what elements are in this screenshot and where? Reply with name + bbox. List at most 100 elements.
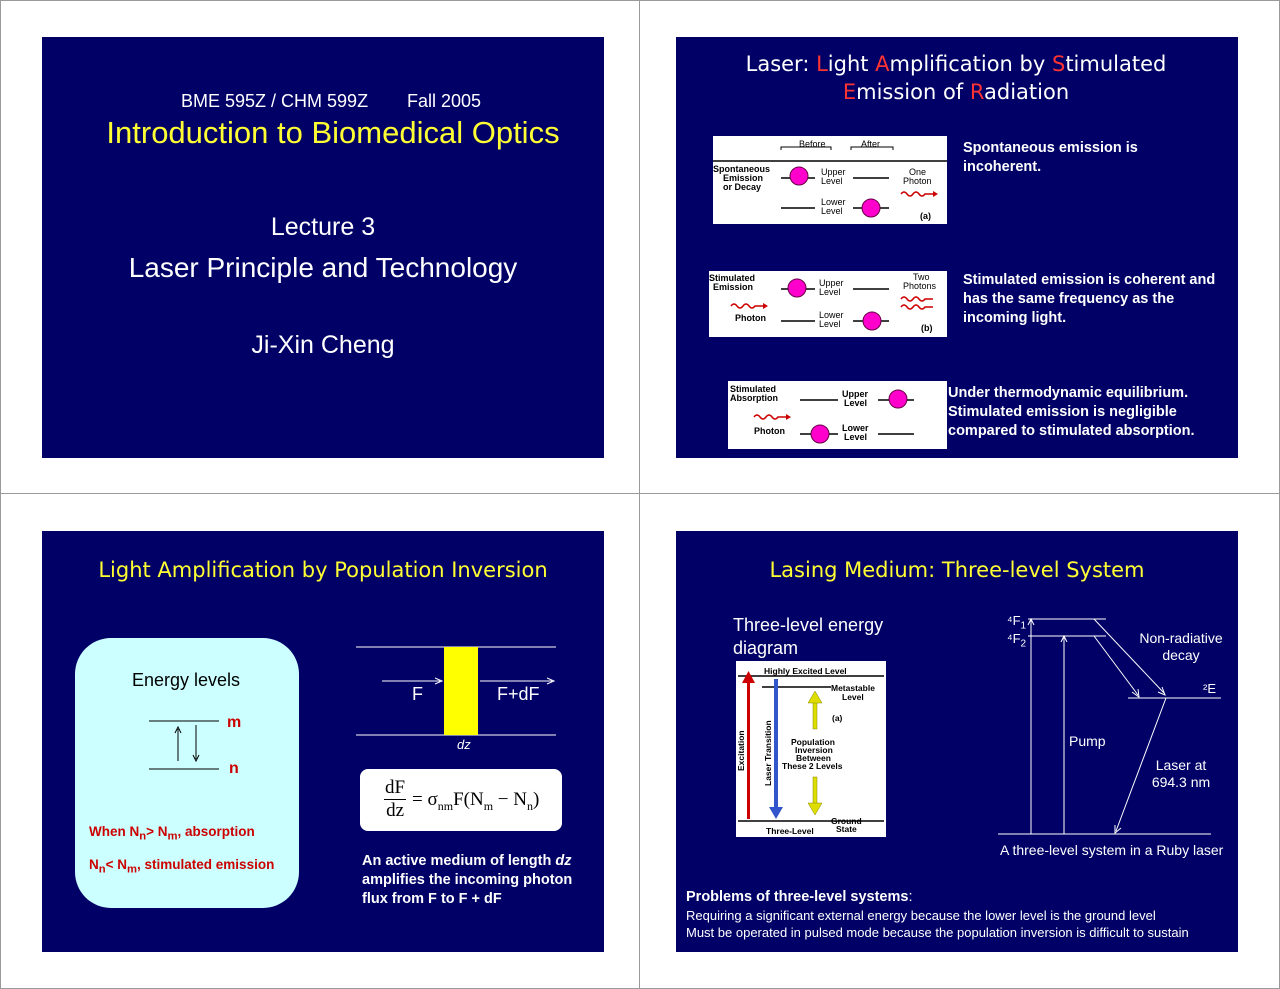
popinv-down-head [807,802,823,816]
fig-a-photon-wave [900,191,933,197]
flux-in-label: F [412,684,423,704]
energy-levels-box [75,638,299,908]
problems-title: Problems of three-level systems [686,889,909,905]
acronym-initial: A [875,52,890,76]
laser-emission-arrow [1115,697,1167,832]
fig-a-left1: Spontaneous [713,164,770,174]
fig-b-lower-label: Lower [819,310,844,320]
fig-a-tag: (a) [920,211,931,221]
fig-tag: (a) [832,713,843,723]
emission-condition: Nn< Nm, stimulated emission [89,857,275,876]
figure-stimulated-absorption: Stimulated Absorption Photon Upper Level… [728,381,947,449]
flux-out-head [546,677,556,685]
active-medium-caption: An active medium of length dz amplifies … [362,853,573,907]
fig-a-before: Before [799,139,826,149]
slide-population-inversion: Light Amplification by Population Invers… [42,531,604,952]
acronym-initial: L [816,52,828,76]
equation-rhs: = σnmF(Nm − Nn) [412,789,540,813]
fig-a-upper-label: Upper [821,167,846,177]
fig-c-incoming-wave [753,414,786,420]
presentation-title: Introduction to Biomedical Optics [106,115,560,150]
slide-three-level-system: Lasing Medium: Three-level System Three-… [676,531,1238,952]
fig-c-lower-label: Lower [842,423,869,433]
figure-spontaneous-emission: Before After Spontaneous Emission or Dec… [713,136,947,224]
fig-b-atom-lower [862,311,882,331]
flux-in-head [434,677,444,685]
fig-meta1: Metastable [831,683,875,693]
fig-b-atom-upper [787,278,807,298]
acronym-word: mplification by [889,52,1052,76]
laser-transition-arrow [774,679,778,811]
fig-b-tag: (b) [921,323,933,333]
fig-ground2: State [836,824,857,834]
stimulated-emission-note: Stimulated emission is coherent and has … [963,272,1216,326]
laser-wavelength-label: Laser at 694.3 nm [1151,757,1211,790]
problem-1: Requiring a significant external energy … [686,908,1156,923]
slide-title-three-level: Lasing Medium: Three-level System [769,558,1145,582]
level-m-label: m [227,714,242,731]
fig-transition: Laser Transition [763,720,773,786]
course-code: BME 595Z / CHM 599Z [181,91,369,111]
popinv-up-arrow [812,700,818,730]
energy-levels-title: Energy levels [132,670,241,690]
fig-b-upper-label: Upper [819,278,844,288]
lecture-subtitle: Laser Principle and Technology [128,252,518,283]
title-prefix: Laser: [745,52,817,76]
fig-b-incoming-wave [730,303,763,309]
emission-arrow-head [192,754,200,763]
laser-transition-head [769,807,783,819]
equation-fraction: dF dz [384,777,407,821]
divider-vertical [639,0,640,989]
decay-arrow-1 [1093,618,1165,694]
level-n-label: n [229,760,239,777]
absorption-condition: When Nn> Nm, absorption [89,824,255,843]
fig-b-left1: Stimulated [709,273,755,283]
fig-popinv1: Population [791,737,835,747]
fig-a-photon-arrow [933,191,938,197]
pump-arrow-1-head [1027,617,1035,626]
fig-b-lower-label2: Level [819,319,841,329]
popinv-up-head [807,690,823,704]
lecture-number: Lecture 3 [270,213,376,241]
fig-highly: Highly Excited Level [764,666,847,676]
level-2e-label: ²E [1203,681,1216,696]
acronym-word: timulated [1065,52,1167,76]
ruby-laser-diagram [998,617,1221,835]
nonradiative-label: Non-radiative decay [1139,630,1223,663]
fig-b-incoming-arrow [763,303,768,309]
laser-emission-head [1114,825,1122,835]
fig-a-right1: One [909,167,926,177]
fig-a-after: After [861,139,880,149]
slide-title: BME 595Z / CHM 599Z Fall 2005 Introducti… [42,37,604,458]
stimulated-absorption-note: Under thermodynamic equilibrium. Stimula… [948,385,1195,439]
fig-b-out-wave-2 [900,304,933,310]
level-4f2-label: ⁴F2 [1007,631,1027,650]
fig-c-upper-label2: Level [844,398,867,408]
acronym-word: mission of [856,80,970,104]
acronym-word: adiation [984,80,1070,104]
popinv-down-arrow [812,776,818,806]
three-level-figure: Highly Excited Level Metastable Level (a… [736,661,886,837]
excitation-arrow-head [742,671,755,683]
fig-a-brackets [780,146,894,150]
fig-b-photon-label: Photon [735,313,766,323]
decay-arrow-2 [1093,635,1139,696]
slide-title-laser: Laser: Light Amplification by Stimulated… [716,50,1196,106]
medium-slab [444,647,478,735]
fig-b-right2: Photons [903,281,937,291]
fig-a-atom-lower [861,198,881,218]
acronym-initial: S [1051,52,1066,76]
fig-a-right2: Photon [903,176,932,186]
ruby-caption: A three-level system in a Ruby laser [1000,842,1224,858]
fig-ground1: Ground [831,816,862,826]
fig-c-left1: Stimulated [730,384,776,394]
acronym-initial: E [842,80,857,104]
fig-c-upper-label: Upper [842,389,869,399]
fig-excitation: Excitation [736,730,746,771]
fig-c-incoming-arrow [786,414,791,420]
active-medium-diagram [356,646,556,736]
fig-a-lower-label2: Level [821,206,843,216]
energy-levels-diagram [149,720,219,770]
diagram-label: Three-level energy diagram [733,615,884,658]
fig-b-upper-label2: Level [819,287,841,297]
